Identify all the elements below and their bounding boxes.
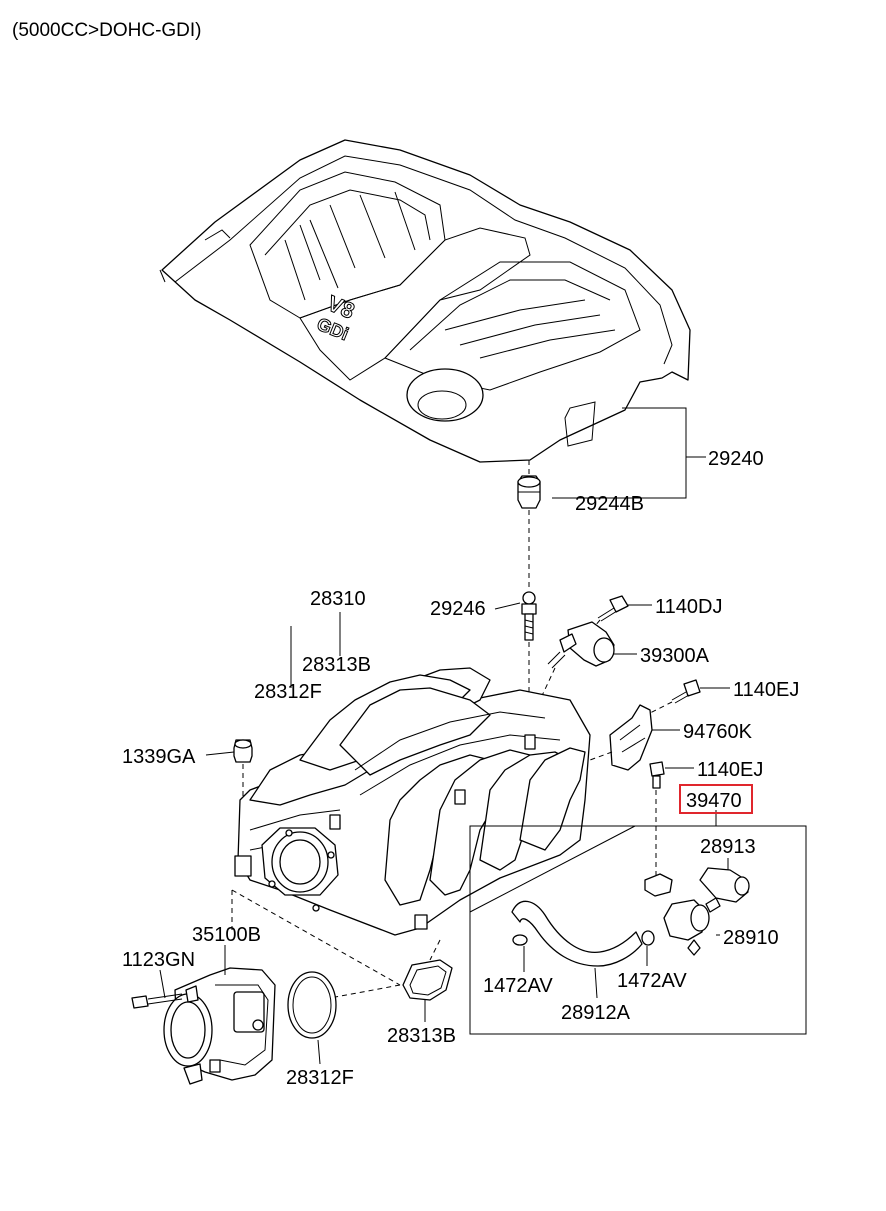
label-28313b-top: 28313B	[302, 654, 371, 676]
valve-28910-drawing	[663, 897, 721, 956]
label-28912a: 28912A	[561, 1002, 631, 1024]
label-28310: 28310	[310, 588, 366, 610]
sensor-39300a-drawing	[547, 621, 615, 669]
label-1140dj: 1140DJ	[655, 596, 722, 618]
clamp-1472av-right-drawing	[641, 930, 655, 946]
hose-28912a-drawing	[511, 900, 643, 967]
label-39300a: 39300A	[640, 645, 710, 667]
grommet-29244b-drawing	[517, 475, 541, 509]
label-29246: 29246	[430, 598, 486, 620]
cap-1339ga-drawing	[233, 739, 253, 763]
label-39470: 39470	[686, 790, 742, 812]
label-1123gn: 1123GN	[122, 949, 195, 971]
label-28910: 28910	[723, 927, 779, 949]
bracket-small-drawing	[644, 873, 673, 897]
gasket-28313b-drawing	[402, 959, 453, 1001]
throttle-body-drawing	[163, 967, 276, 1085]
label-29244b: 29244B	[575, 493, 644, 515]
diagram-title: (5000CC>DOHC-GDI)	[12, 20, 202, 41]
bracket-28913-drawing	[699, 867, 750, 903]
label-1339ga: 1339GA	[122, 746, 196, 768]
label-1140ej-upper: 1140EJ	[733, 679, 799, 701]
label-35100b: 35100B	[192, 924, 261, 946]
label-29240: 29240	[708, 448, 764, 470]
engine-cover-drawing	[159, 139, 691, 463]
label-1472av-left: 1472AV	[483, 975, 553, 997]
highlight-39470-box	[679, 784, 753, 814]
label-28913: 28913	[700, 836, 756, 858]
ball-stud-29246-drawing	[521, 591, 537, 641]
label-28312f-top: 28312F	[254, 681, 322, 703]
gasket-28312f-drawing	[287, 971, 337, 1039]
bolt-1140ej-upper-drawing	[671, 679, 701, 704]
kit-39470-box	[469, 825, 807, 1035]
label-1472av-right: 1472AV	[617, 970, 687, 992]
label-28312f-bottom: 28312F	[286, 1067, 354, 1089]
bolt-1123gn-drawing	[131, 993, 183, 1009]
bolt-1140ej-lower-drawing	[649, 761, 665, 789]
intake-manifold-drawing	[234, 667, 591, 936]
label-1140ej-lower: 1140EJ	[697, 759, 763, 781]
bolt-1140dj-drawing	[597, 595, 629, 622]
label-94760k: 94760K	[683, 721, 753, 743]
bracket-94760k-drawing	[609, 704, 653, 771]
clamp-1472av-left-drawing	[512, 934, 528, 946]
label-28313b-bottom: 28313B	[387, 1025, 456, 1047]
